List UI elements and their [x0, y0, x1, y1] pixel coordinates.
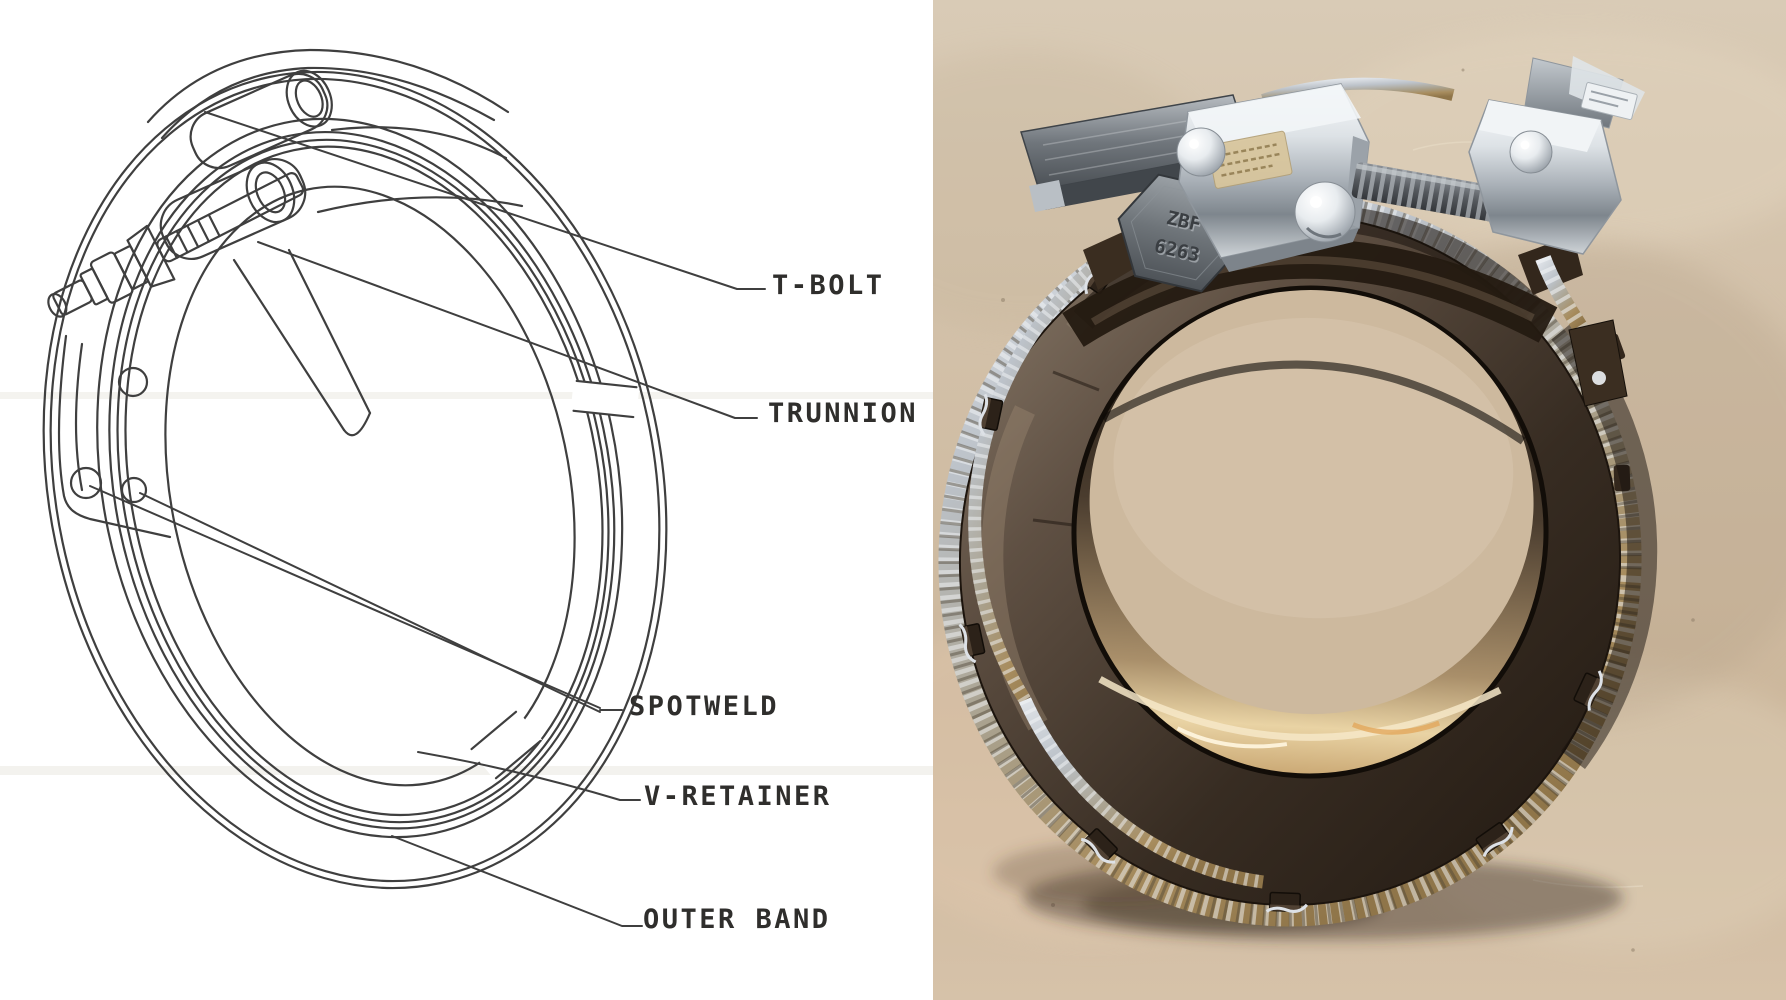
- clamp-hardware: ZBF 6263 ZBF 6263: [1020, 56, 1645, 407]
- inner-wall-highlight: [1098, 676, 1502, 741]
- leader-t-bolt: [204, 111, 766, 290]
- photo-panel: ZBF 6263 ZBF 6263: [933, 0, 1786, 1000]
- band-gap-bottom: [470, 710, 542, 780]
- ball-pin-left: [1176, 127, 1226, 177]
- leader-outer-band: [391, 835, 643, 927]
- inner-wall-glint: [1352, 720, 1441, 735]
- right-tag: [1580, 82, 1638, 121]
- spotweld-holes: [69, 366, 149, 504]
- strap-bracket-drawing: [146, 48, 524, 437]
- v-retainer-drawing: [108, 131, 616, 830]
- cable-wedge: [1535, 255, 1628, 407]
- band-gap-right: [570, 379, 640, 419]
- label-t-bolt: T-BOLT: [772, 270, 885, 301]
- leader-trunnion: [257, 241, 758, 419]
- ring-opening: [1071, 285, 1549, 779]
- label-outer-band: OUTER BAND: [643, 904, 831, 935]
- inner-rim-shadow: [1101, 360, 1526, 445]
- inner-opening-drawing: [164, 185, 576, 787]
- trunnion-lower-drawing: [159, 158, 307, 260]
- clamp-line-drawing: [0, 48, 933, 927]
- leader-spotweld-b: [139, 492, 601, 713]
- trunnion-block: [1176, 83, 1370, 272]
- label-v-retainer: V-RETAINER: [644, 781, 832, 812]
- inner-cable: [968, 256, 1264, 889]
- leader-spotweld-a: [89, 485, 623, 711]
- latch-plate-drawing: [57, 334, 172, 539]
- scan-artifacts: [0, 392, 933, 775]
- right-block: [1468, 56, 1645, 255]
- leader-lines: [89, 111, 766, 927]
- leader-v-retainer: [417, 751, 641, 801]
- label-spotweld: SPOTWELD: [629, 691, 780, 722]
- clamp-photo: ZBF 6263 ZBF 6263: [933, 0, 1786, 1000]
- trunnion-upper-drawing: [189, 69, 333, 170]
- ball-pin-far-right: [1509, 130, 1553, 174]
- bar-end-cap: [1029, 180, 1065, 212]
- diagram-panel: T-BOLT TRUNNION SPOTWELD V-RETAINER OUTE…: [0, 48, 933, 935]
- t-bolt-drawing: [47, 172, 305, 318]
- outer-band-drawing: [42, 70, 668, 890]
- ball-pin-right: [1294, 181, 1356, 243]
- label-trunnion: TRUNNION: [768, 398, 919, 429]
